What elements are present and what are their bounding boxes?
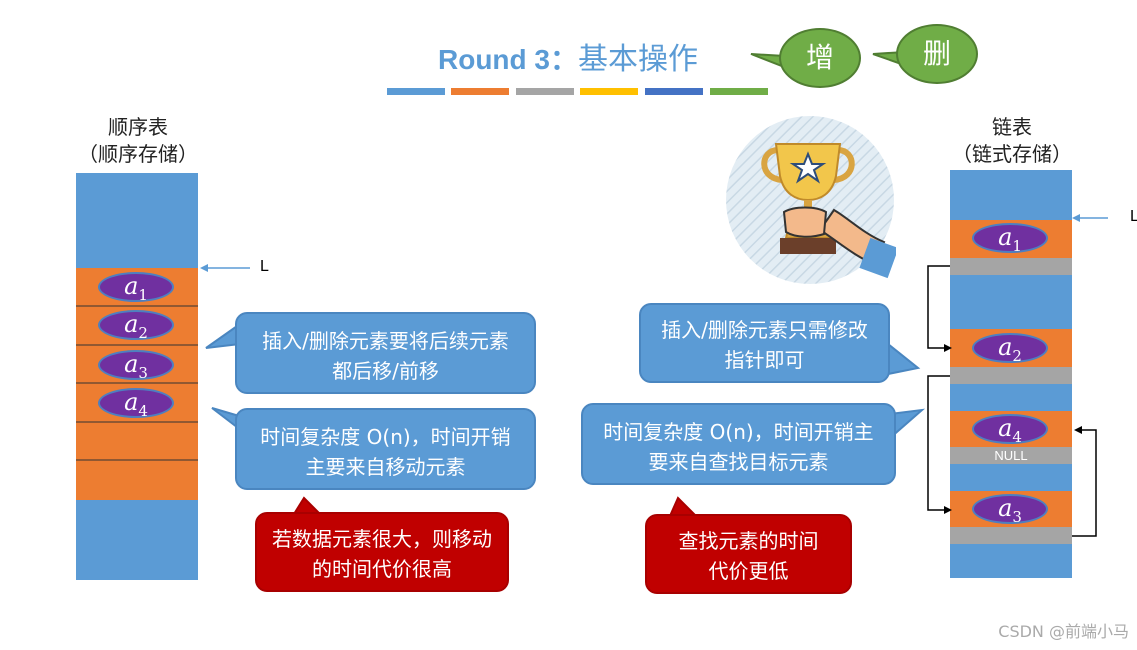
title-bar-gray: [516, 88, 574, 95]
insert-bubble: 增: [779, 28, 861, 88]
link-insert-tail: [887, 341, 921, 376]
link-node4-next: [950, 447, 1072, 464]
link-null-label: NULL: [994, 448, 1028, 463]
link-node1-next: [950, 258, 1072, 275]
link-warn-callout: 查找元素的时间代价更低: [645, 514, 852, 594]
seq-element-a4: a4: [98, 388, 174, 420]
link-header-line1: 链表: [992, 115, 1032, 139]
title-bar-yellow: [580, 88, 638, 95]
delete-bubble: 删: [896, 24, 978, 84]
seq-header-line1: 顺序表: [108, 115, 168, 139]
seq-element-a2: a2: [98, 310, 174, 342]
seq-free-top: [76, 173, 198, 268]
title-prefix: Round 3：: [438, 44, 578, 75]
link-element-a3: a3: [972, 494, 1048, 526]
link-node2-next: [950, 367, 1072, 384]
seq-element-a1: a1: [98, 272, 174, 304]
link-header-line2: （链式存储）: [952, 142, 1072, 166]
seq-cells: [76, 268, 198, 500]
title-main: 基本操作: [578, 42, 698, 77]
seq-header-line2: （顺序存储）: [78, 142, 198, 166]
link-header: 链表 （链式存储）: [942, 114, 1082, 168]
trophy-in-hand-icon: [726, 116, 896, 284]
link-node3-next: [950, 527, 1072, 544]
seq-free-bottom: [76, 500, 198, 580]
seq-header: 顺序表 （顺序存储）: [68, 114, 208, 168]
title-bar-orange: [451, 88, 509, 95]
seq-insert-callout: 插入/删除元素要将后续元素都后移/前移: [235, 312, 536, 394]
seq-cell-dividers: [76, 305, 198, 461]
seq-time-callout: 时间复杂度 O(n)，时间开销主要来自移动元素: [235, 408, 536, 490]
seq-warn-callout: 若数据元素很大，则移动的时间代价很高: [255, 512, 509, 592]
seq-pointer-label: L: [260, 258, 269, 275]
link-insert-callout: 插入/删除元素只需修改指针即可: [639, 303, 890, 383]
link-pointer-label: L: [1130, 208, 1137, 225]
link-pointer-arrows: [927, 214, 1108, 537]
seq-element-a3: a3: [98, 350, 174, 382]
seq-pointer-arrow: [200, 264, 250, 272]
link-element-a2: a2: [972, 333, 1048, 365]
title-bar-green: [710, 88, 768, 95]
watermark: CSDN @前端小马: [998, 622, 1129, 641]
link-element-a1: a1: [972, 223, 1048, 255]
link-element-a4: a4: [972, 414, 1048, 446]
link-time-callout: 时间复杂度 O(n)，时间开销主要来自查找目标元素: [581, 403, 896, 485]
title-bar-darkblue: [645, 88, 703, 95]
title-bar-blue: [387, 88, 445, 95]
page-title: Round 3：基本操作: [438, 34, 698, 78]
